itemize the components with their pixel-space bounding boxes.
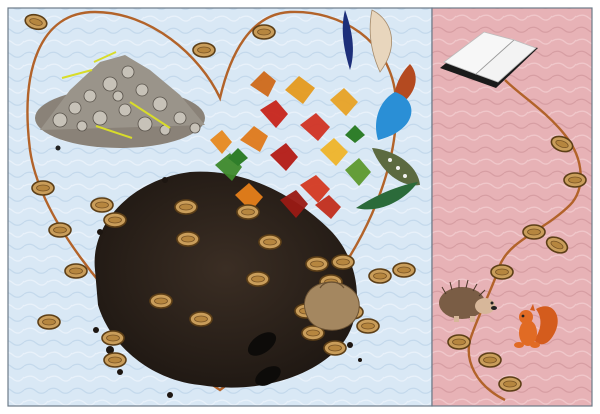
- seed-icon[interactable]: [259, 235, 281, 249]
- seed-icon[interactable]: [104, 213, 126, 227]
- seed-icon[interactable]: [49, 223, 71, 237]
- seed-icon[interactable]: [369, 269, 391, 283]
- seed-icon[interactable]: [306, 257, 328, 271]
- seed-icon[interactable]: [91, 198, 113, 212]
- seed-icon[interactable]: [393, 263, 415, 277]
- seed-icon[interactable]: [564, 173, 586, 187]
- seed-icon[interactable]: [190, 312, 212, 326]
- seed-icon[interactable]: [332, 255, 354, 269]
- seed-icon[interactable]: [193, 43, 215, 57]
- seed-icon[interactable]: [237, 205, 259, 219]
- seed-icon[interactable]: [253, 25, 275, 39]
- seed-icon[interactable]: [104, 353, 126, 367]
- seed-icon[interactable]: [479, 353, 501, 367]
- seed-icon[interactable]: [177, 232, 199, 246]
- seed-sack[interactable]: [304, 282, 359, 330]
- seed-icon[interactable]: [65, 264, 87, 278]
- seed-icon[interactable]: [32, 181, 54, 195]
- seed-icon[interactable]: [38, 315, 60, 329]
- seed-icon[interactable]: [499, 377, 521, 391]
- seed-icon[interactable]: [102, 331, 124, 345]
- seed-icon[interactable]: [448, 335, 470, 349]
- seed-icon[interactable]: [150, 294, 172, 308]
- seed-icon[interactable]: [324, 341, 346, 355]
- seed-icon[interactable]: [247, 272, 269, 286]
- seed-icon[interactable]: [175, 200, 197, 214]
- seed-icon[interactable]: [523, 225, 545, 239]
- seed-icon[interactable]: [491, 265, 513, 279]
- seed-icon[interactable]: [357, 319, 379, 333]
